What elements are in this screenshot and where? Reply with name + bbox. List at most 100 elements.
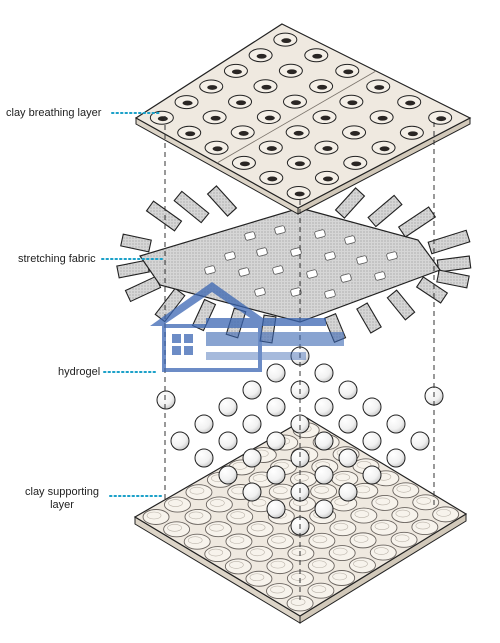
support-dimple [310, 483, 338, 500]
support-dimple-shade [251, 498, 267, 507]
breathing-hole [405, 100, 416, 106]
hydrogel-sphere [338, 414, 358, 434]
breathing-hole [290, 100, 301, 106]
hydrogel-sphere [242, 482, 262, 502]
support-dimple-shade [210, 499, 225, 507]
fabric-opening [386, 251, 398, 261]
label-line-1: clay supporting [25, 486, 99, 498]
support-dimple [205, 496, 233, 513]
fabric-arm [427, 229, 471, 255]
hydrogel-sphere [218, 465, 238, 485]
breathing-hole [239, 161, 250, 167]
breathing-hole [294, 161, 305, 167]
support-dimple [390, 531, 418, 548]
breathing-hole [157, 116, 168, 122]
hydrogel-sphere [266, 465, 286, 485]
support-dimple-shade [291, 548, 307, 556]
house-logo-icon [150, 282, 344, 372]
hydrogel-sphere [362, 397, 382, 417]
hydrogel-sphere [362, 431, 382, 451]
logo-window [184, 346, 193, 355]
fabric-opening [224, 251, 236, 261]
support-dimple-shade [249, 573, 265, 582]
hydrogel-sphere [362, 465, 382, 485]
breathing-hole [312, 53, 323, 59]
support-dimple-shade [395, 509, 411, 518]
fabric-arm [356, 302, 382, 334]
hydrogel-sphere [194, 414, 214, 434]
fabric-arm [120, 233, 152, 253]
support-dimple [226, 508, 254, 525]
label-clay-supporting-layer: clay supporting layer [14, 486, 110, 512]
breathing-hole [182, 100, 193, 106]
hydrogel-sphere [338, 380, 358, 400]
support-dimple [245, 570, 273, 587]
hydrogel-sphere [156, 390, 176, 410]
support-dimple-shade [271, 535, 286, 544]
fabric-arm [436, 269, 470, 289]
breathing-hole [351, 161, 362, 167]
support-dimple [266, 583, 293, 600]
breathing-hole [236, 100, 247, 106]
support-dimple-shade [333, 522, 349, 531]
fabric-opening [256, 247, 268, 257]
support-dimple-shade [230, 511, 246, 520]
support-dimple-shade [270, 560, 286, 569]
logo-window [172, 334, 181, 343]
support-dimple [164, 496, 191, 513]
support-dimple [142, 509, 170, 525]
support-dimple-shade [229, 536, 245, 544]
support-dimple [350, 507, 378, 524]
fabric-opening [340, 273, 352, 283]
support-dimple-shade [229, 561, 244, 569]
fabric-opening [290, 247, 302, 257]
fabric-arm [173, 190, 210, 224]
hydrogel-sphere [218, 431, 238, 451]
support-dimple [286, 595, 314, 612]
support-dimple-shade [375, 497, 391, 506]
support-dimple [328, 570, 356, 586]
guide-lines [164, 116, 435, 600]
support-dimple-shade [272, 486, 288, 495]
fabric-opening [244, 231, 256, 241]
support-dimple-shade [187, 536, 203, 544]
support-dimple [349, 532, 377, 549]
hydrogel-sphere [218, 397, 238, 417]
fabric-opening [274, 225, 286, 235]
breathing-hole [286, 69, 297, 75]
support-dimple [205, 521, 232, 538]
hydrogel-sphere [314, 465, 334, 485]
hydrogel-sphere [242, 448, 262, 468]
support-dimple-shade [332, 547, 348, 556]
support-dimple-shade [396, 485, 412, 493]
support-dimple [371, 494, 399, 511]
label-hydrogel: hydrogel [58, 366, 101, 378]
breathing-hole [322, 176, 333, 182]
support-dimple-shade [294, 473, 309, 482]
support-dimple-shade [168, 499, 183, 507]
breathing-hole [238, 131, 249, 136]
support-dimple-shade [312, 535, 328, 544]
fabric-opening [324, 251, 336, 261]
logo-band [206, 332, 344, 346]
breathing-hole [320, 115, 331, 121]
support-dimple-shade [314, 486, 329, 494]
hydrogel-sphere [314, 499, 334, 519]
support-dimple [266, 558, 294, 575]
support-dimple [246, 521, 274, 537]
support-dimple-shade [146, 511, 162, 520]
hydrogel-sphere [266, 363, 286, 383]
support-dimple [307, 582, 335, 599]
breathing-hole [266, 146, 277, 151]
breathing-slab-top-face [134, 23, 472, 209]
leader-lines [101, 112, 166, 497]
hydrogel-sphere [386, 448, 406, 468]
fabric-opening [238, 267, 250, 277]
breathing-hole [347, 100, 358, 106]
breathing-hole [185, 131, 196, 137]
fabric-arm [206, 185, 238, 217]
support-dimple [183, 533, 211, 550]
fabric-arm [367, 194, 403, 228]
label-clay-breathing-layer: clay breathing layer [6, 107, 102, 119]
